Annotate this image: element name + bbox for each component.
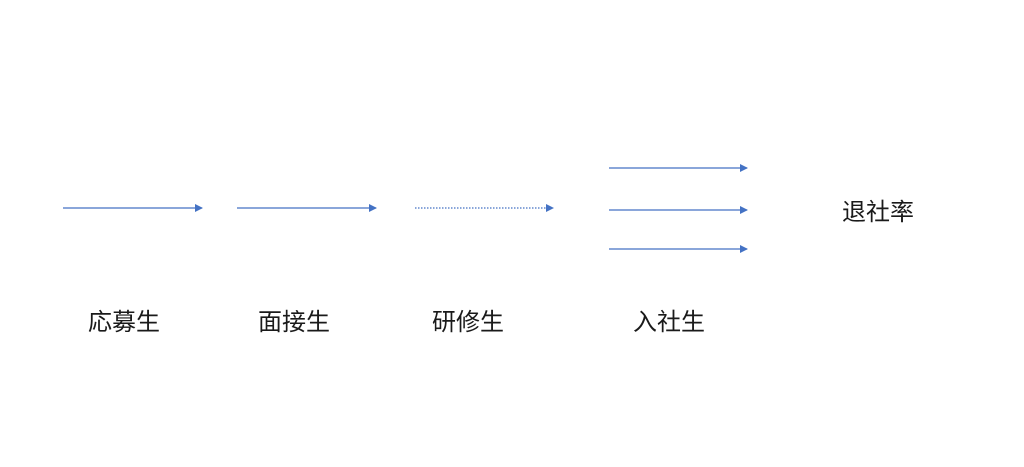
stage-label-training: 研修生 bbox=[432, 308, 504, 336]
outcome-label-turnover: 退社率 bbox=[842, 198, 914, 226]
stage-label-hired: 入社生 bbox=[633, 308, 705, 336]
stage-label-applicant: 応募生 bbox=[88, 308, 160, 336]
stage-label-interview: 面接生 bbox=[258, 308, 330, 336]
